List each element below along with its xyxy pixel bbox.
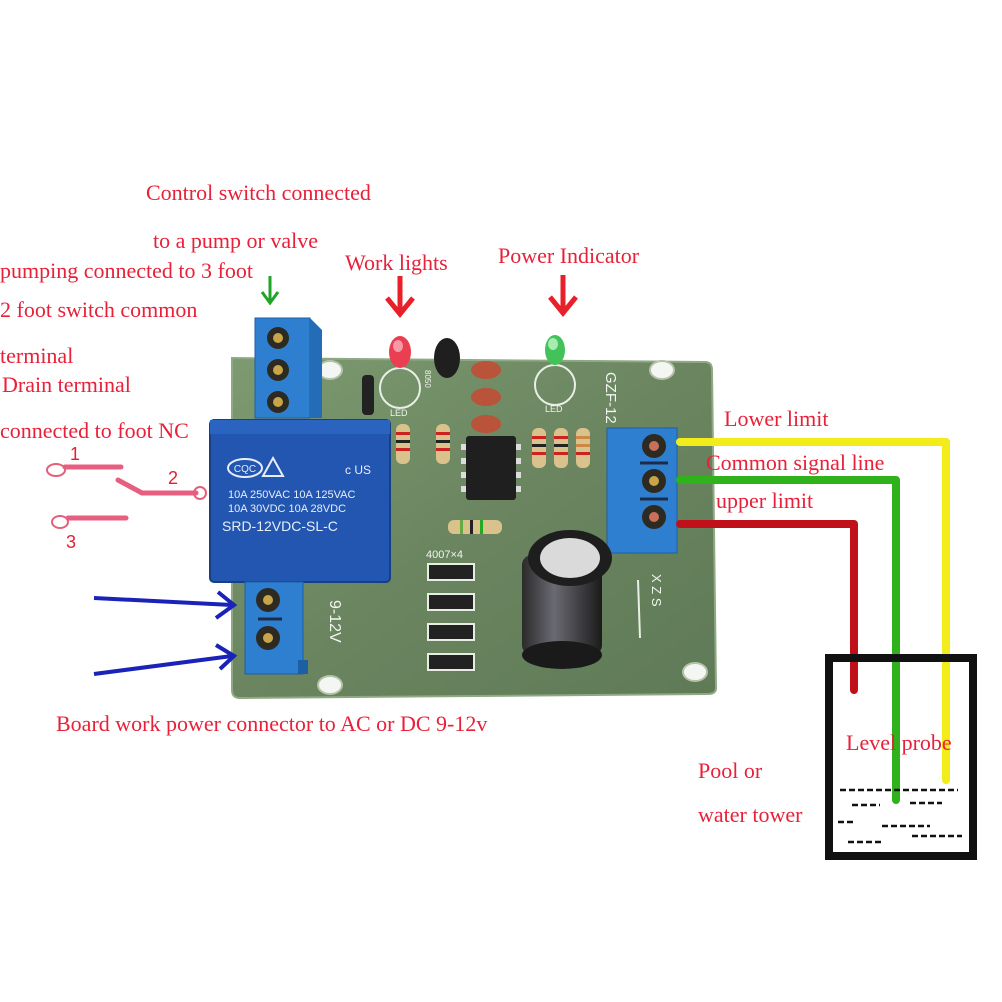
work-light-led: LED <box>379 336 421 418</box>
water-tank <box>825 654 977 860</box>
label-work-lights: Work lights <box>345 250 448 275</box>
diode-small <box>362 375 374 415</box>
arrow-red-work-icon <box>385 276 415 318</box>
relay: CQC c US 10A 250VAC 10A 125VAC 10A 30VDC… <box>209 419 391 583</box>
label-board-power: Board work power connector to AC or DC 9… <box>56 711 488 736</box>
relay-cert: c US <box>345 463 371 477</box>
switch-pin-3: 3 <box>66 532 76 552</box>
svg-text:LED: LED <box>390 408 408 418</box>
label-two-foot-2: terminal <box>0 343 74 368</box>
switch-pin-2: 2 <box>168 468 178 488</box>
transistor <box>434 338 460 378</box>
arrow-green-icon <box>260 276 280 306</box>
electrolytic-capacitor <box>522 530 612 669</box>
relay-rating-2: 10A 30VDC 10A 28VDC <box>228 503 346 515</box>
relay-brand: CQC <box>234 464 256 475</box>
transistor-label: 8050 <box>423 370 432 388</box>
arrow-blue-icon <box>93 643 238 676</box>
label-pumping: pumping connected to 3 foot <box>0 258 253 283</box>
relay-output-terminal <box>254 317 322 419</box>
rectifier-diodes <box>427 563 475 671</box>
mount-hole <box>317 675 343 695</box>
wire-lower-limit <box>676 438 950 784</box>
board-model: GZF-12 <box>602 372 619 424</box>
label-drain-1: Drain terminal <box>2 372 131 397</box>
svg-text:LED: LED <box>545 404 563 414</box>
label-drain-2: connected to foot NC <box>0 418 189 443</box>
wire-upper-limit <box>676 520 858 694</box>
label-control-switch-1: Control switch connected <box>146 180 371 205</box>
capacitor-ceramic <box>471 361 501 379</box>
sensor-arrow-icon <box>637 579 641 639</box>
diode-label: 4007×4 <box>426 549 463 561</box>
wire-common <box>676 476 900 804</box>
label-common-signal: Common signal line <box>706 450 885 475</box>
power-indicator-led: LED <box>534 335 576 414</box>
label-two-foot-1: 2 foot switch common <box>0 297 198 322</box>
relay-rating-1: 10A 250VAC 10A 125VAC <box>228 489 355 501</box>
arrow-blue-icon <box>93 590 238 620</box>
sensor-wires <box>676 438 950 804</box>
arrow-red-power-icon <box>548 275 578 317</box>
switch-pin-1: 1 <box>70 444 80 464</box>
label-power-indicator: Power Indicator <box>498 243 640 268</box>
mount-hole <box>682 662 708 682</box>
label-pool-2: water tower <box>698 802 803 827</box>
capacitor-ceramic <box>471 415 501 433</box>
resistors <box>396 424 590 534</box>
label-pool-1: Pool or <box>698 758 763 783</box>
label-lower-limit: Lower limit <box>724 406 829 431</box>
label-level-probe: Level probe <box>846 730 952 755</box>
sensor-label: X Z S <box>649 574 664 607</box>
mount-hole <box>649 360 675 380</box>
ic-chip <box>461 436 521 500</box>
switch-schematic: 1 2 3 <box>46 444 207 552</box>
capacitor-ceramic <box>471 388 501 406</box>
relay-model: SRD-12VDC-SL-C <box>222 518 338 534</box>
sensor-terminal <box>606 427 678 554</box>
voltage-label: 9-12V <box>326 600 343 643</box>
power-terminal <box>244 581 308 675</box>
label-control-switch-2: to a pump or valve <box>153 228 318 253</box>
label-upper-limit: upper limit <box>716 488 814 513</box>
